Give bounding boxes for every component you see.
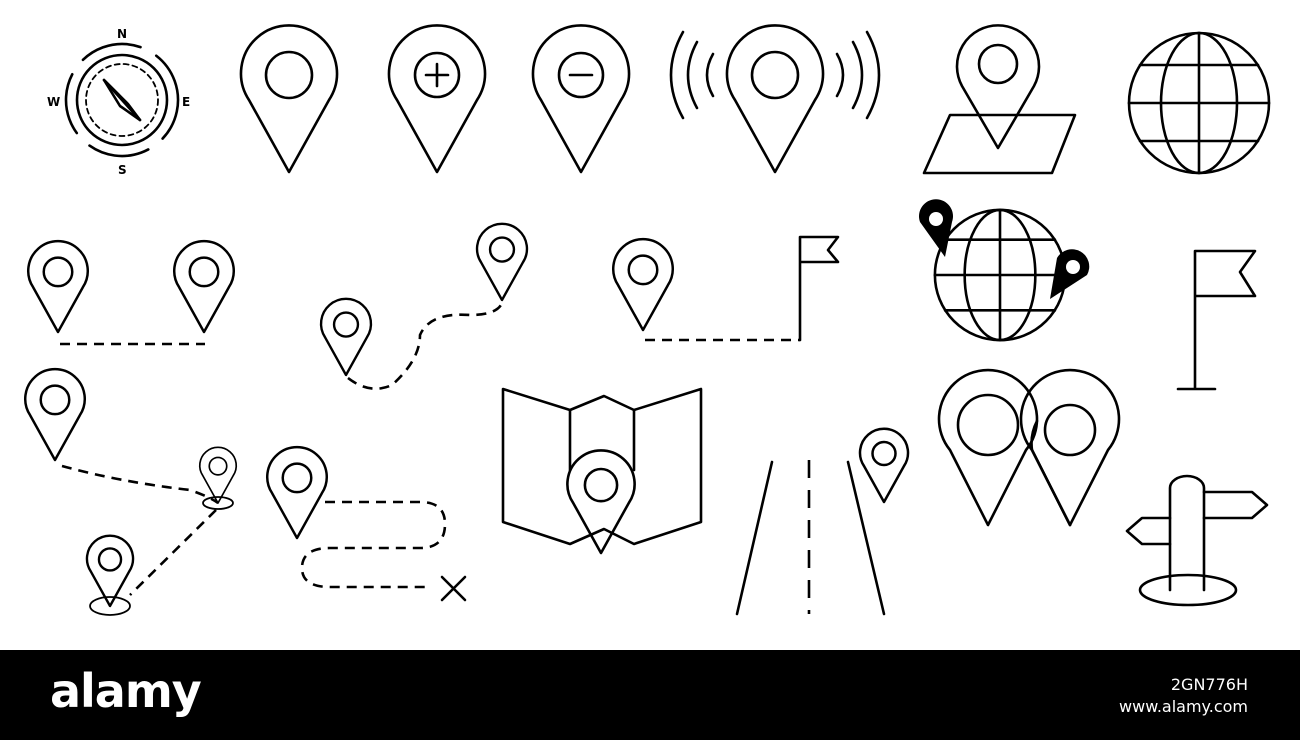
globe-with-pins-icon — [918, 199, 1090, 342]
compass-west: W — [47, 95, 60, 109]
multi-stop-route-icon — [23, 367, 238, 616]
pin-to-pin-route-icon — [26, 239, 235, 346]
compass-icon: N S E W — [47, 27, 190, 177]
image-credit: 2GN776H www.alamy.com — [1119, 674, 1248, 718]
map-pin-signal-icon — [669, 24, 881, 174]
map-pin-icon — [239, 24, 339, 174]
map-pin-minus-icon — [531, 24, 631, 174]
flag-icon — [1176, 249, 1257, 391]
map-pin-plus-icon — [387, 24, 487, 174]
globe-icon — [1127, 31, 1271, 175]
signpost-icon — [1125, 474, 1269, 607]
site-url: www.alamy.com — [1119, 697, 1248, 716]
treasure-route-icon — [265, 445, 467, 602]
compass-east: E — [182, 95, 190, 109]
map-pin-on-map-icon — [922, 24, 1077, 175]
road-pin-icon — [735, 427, 910, 616]
pin-to-flag-route-icon — [611, 235, 840, 342]
compass-north: N — [117, 27, 127, 41]
double-pin-icon — [937, 368, 1121, 527]
watermark-footer: alamy 2GN776H www.alamy.com — [0, 650, 1300, 740]
winding-route-icon — [319, 222, 529, 390]
image-id: 2GN776H — [1170, 675, 1248, 694]
compass-south: S — [118, 163, 127, 177]
navigation-icon-set: N S E W — [23, 24, 1271, 616]
folded-map-pin-icon — [501, 387, 703, 555]
brand-logo: alamy — [50, 664, 202, 718]
